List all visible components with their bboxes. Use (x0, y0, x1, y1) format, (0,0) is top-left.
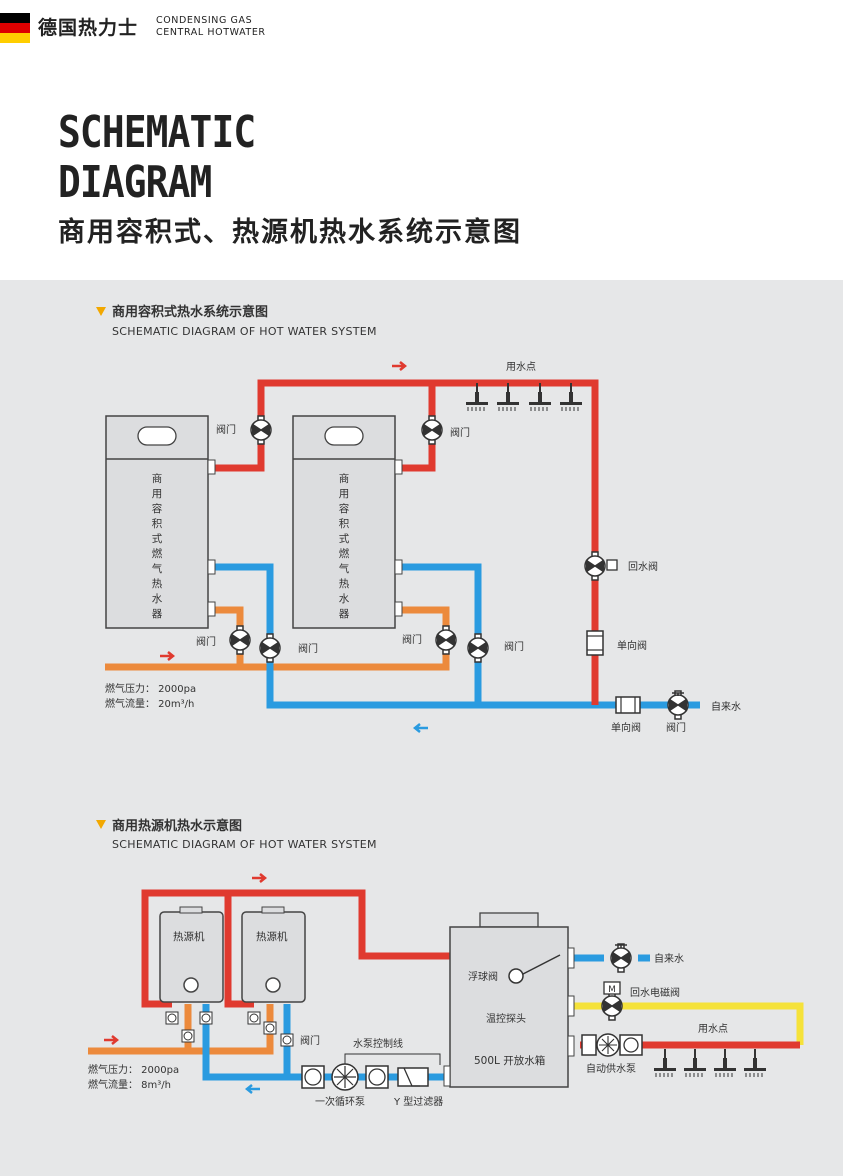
gas-flow-label: 燃气流量： 8m³/h (88, 1078, 171, 1091)
valve-label: 阀门 (666, 721, 686, 734)
valve-label: 阀门 (402, 633, 422, 646)
water-heater-2 (292, 415, 403, 629)
cold-arrow-icon (412, 723, 428, 733)
shower-icon (559, 391, 583, 412)
primary-pump-icon (301, 1063, 389, 1091)
tap-water-label: 自来水 (654, 952, 684, 965)
valve-icon (250, 415, 272, 445)
float-valve-label: 浮球阀 (468, 970, 498, 983)
valve-label: 阀门 (298, 642, 318, 655)
shower-icon (683, 1057, 707, 1078)
diagram1-heading-en: SCHEMATIC DIAGRAM OF HOT WATER SYSTEM (112, 325, 377, 338)
usage-point-label: 用水点 (698, 1023, 728, 1035)
y-filter-label: Y 型过滤器 (393, 1095, 443, 1108)
tap-water-label: 自来水 (711, 700, 741, 713)
primary-pump-label: 一次循环泵 (315, 1095, 365, 1108)
pump-control-line-label: 水泵控制线 (353, 1037, 403, 1050)
temp-probe-label: 温控探头 (486, 1012, 526, 1025)
heat-source-2-label: 热源机 (256, 930, 288, 943)
return-solenoid-valve-icon: M (601, 981, 623, 1021)
cold-arrow-icon (244, 1084, 260, 1094)
valve-label: 阀门 (450, 426, 470, 439)
valve-icon (667, 690, 689, 720)
heat-source-1 (159, 906, 224, 1003)
valve-icon (229, 625, 251, 655)
gas-flow-label: 燃气流量： 20m³/h (105, 697, 194, 710)
tank-label: 500L 开放水箱 (474, 1054, 545, 1067)
diagram2-heading-en: SCHEMATIC DIAGRAM OF HOT WATER SYSTEM (112, 838, 377, 851)
pump-control-line (344, 1053, 441, 1065)
auto-pump-icon (581, 1033, 643, 1057)
brand-en-line1: CONDENSING GAS (156, 15, 253, 26)
shower-icon (653, 1057, 677, 1078)
return-valve-label: 回水阀 (628, 560, 658, 573)
gas-pressure-label: 燃气压力： 2000pa (105, 682, 196, 695)
hot-arrow-icon (392, 361, 408, 371)
diagram2-heading-cn: 商用热源机热水示意图 (112, 818, 242, 834)
check-valve-icon (586, 630, 604, 656)
valve-icon (259, 633, 281, 663)
shower-icon (528, 391, 552, 412)
page-title-en: SCHEMATIC DIAGRAM (58, 107, 256, 208)
german-flag-icon (0, 13, 30, 43)
return-valve-icon (584, 551, 618, 581)
hot-arrow-icon (252, 873, 268, 883)
brand-en-line2: CENTRAL HOTWATER (156, 27, 266, 38)
shower-icon (743, 1057, 767, 1078)
heater-1-label: 商用容积式燃气热水器 (152, 472, 163, 620)
auto-pump-label: 自动供水泵 (586, 1062, 636, 1075)
heat-source-2 (241, 906, 306, 1003)
valve-icon (435, 625, 457, 655)
title-en-line1: SCHEMATIC (58, 107, 256, 158)
check-valve-label: 单向阀 (611, 721, 641, 734)
shower-icon (465, 391, 489, 412)
valve-label: 阀门 (216, 423, 236, 436)
check-valve-label: 单向阀 (617, 639, 647, 652)
section2-marker-icon (96, 820, 106, 829)
page-title-cn: 商用容积式、热源机热水系统示意图 (58, 217, 522, 248)
gas-pressure-label: 燃气压力： 2000pa (88, 1063, 179, 1076)
usage-point-label: 用水点 (506, 361, 536, 373)
brand-name-cn: 德国热力士 (38, 17, 139, 39)
shower-icon (713, 1057, 737, 1078)
diagram1-heading-cn: 商用容积式热水系统示意图 (112, 304, 268, 320)
control-pipe (572, 1002, 804, 1045)
gas-pipe-2 (88, 1004, 274, 1055)
gas-arrow-icon (160, 651, 176, 661)
title-en-line2: DIAGRAM (58, 157, 212, 208)
water-tank (443, 912, 575, 1088)
valve-label: 阀门 (504, 640, 524, 653)
valve-icon (467, 633, 489, 663)
heater-2-label: 商用容积式燃气热水器 (339, 472, 350, 620)
shower-icon (496, 391, 520, 412)
valve-label: 阀门 (196, 635, 216, 648)
section1-marker-icon (96, 307, 106, 316)
cold-pipe-1 (214, 563, 700, 709)
svg-text:M: M (608, 985, 616, 995)
brand-name-en: CONDENSING GAS CENTRAL HOTWATER (156, 15, 266, 39)
valve-icon (165, 1011, 294, 1047)
gas-arrow-icon (104, 1035, 120, 1045)
water-heater-1 (105, 415, 216, 629)
valve-icon (421, 415, 443, 445)
check-valve-icon (615, 696, 641, 714)
heat-source-1-label: 热源机 (173, 930, 205, 943)
return-solenoid-label: 回水电磁阀 (630, 986, 680, 999)
valve-icon (610, 943, 632, 973)
y-filter-icon (397, 1067, 429, 1087)
valve-label: 阀门 (300, 1034, 320, 1047)
